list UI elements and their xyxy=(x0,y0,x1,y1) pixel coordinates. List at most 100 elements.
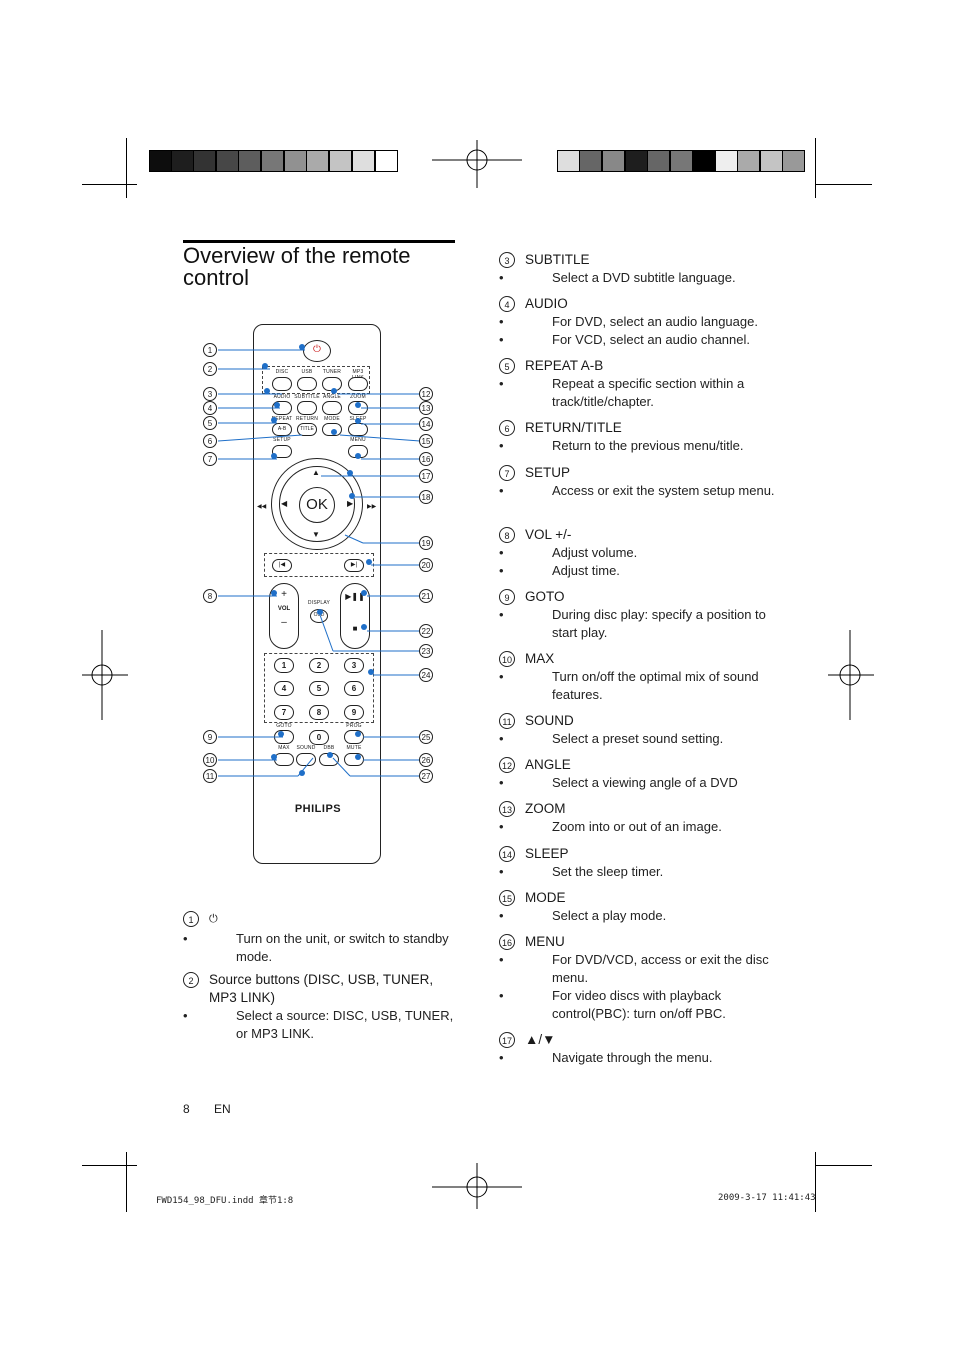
callout-dot xyxy=(278,731,284,737)
item-bullet: Select a preset sound setting. xyxy=(552,731,724,746)
item-bullet: Navigate through the menu. xyxy=(552,1050,713,1065)
item-source-buttons: 2 Source buttons (DISC, USB, TUNER, MP3 … xyxy=(183,971,463,1043)
item-number: 13 xyxy=(499,801,515,817)
bottom-button xyxy=(296,753,316,766)
key-7: 7 xyxy=(274,705,294,720)
row2-label: SUBTITLE xyxy=(294,394,320,400)
item-number: 10 xyxy=(499,651,515,667)
callout-dot xyxy=(264,388,270,394)
stop-icon: ■ xyxy=(352,624,358,633)
callout-number: 6 xyxy=(203,434,217,448)
key-8: 8 xyxy=(309,705,329,720)
slug-file: FWD154_98_DFU.indd 章节1:8 xyxy=(156,1196,294,1206)
item-label: ANGLE xyxy=(525,757,571,772)
item-label: Source buttons (DISC, USB, TUNER, MP3 LI… xyxy=(209,972,434,1005)
item-label: SLEEP xyxy=(525,846,569,861)
item-number: 1 xyxy=(183,911,199,927)
callout-number: 1 xyxy=(203,343,217,357)
play-pause-icon: ▶❚❚ xyxy=(345,592,365,601)
callout-number: 14 xyxy=(419,417,433,431)
nav-inner-ring xyxy=(279,466,355,542)
item-bullet: Select a play mode. xyxy=(552,908,667,923)
item-bullet: Select a DVD subtitle language. xyxy=(552,270,736,285)
callout-number: 26 xyxy=(419,753,433,767)
key-2: 2 xyxy=(309,658,329,673)
item-number: 5 xyxy=(499,358,515,374)
item-bullet: Adjust volume. xyxy=(552,545,638,560)
item-number: 9 xyxy=(499,589,515,605)
item-bullet: For DVD, select an audio language. xyxy=(552,314,758,329)
source-group xyxy=(262,366,370,394)
item-power: 1 ⏻ •Turn on the unit, or switch to stan… xyxy=(183,910,463,966)
callout-dot xyxy=(299,344,305,350)
bottom-label: MUTE xyxy=(346,745,362,751)
previous-icon: |◀ xyxy=(272,559,292,572)
item-label: VOL +/- xyxy=(525,527,572,542)
item-bullet: Set the sleep timer. xyxy=(552,864,664,879)
fast-forward-icon: ▶▶ xyxy=(367,504,377,510)
callout-number: 22 xyxy=(419,624,433,638)
callout-number: 17 xyxy=(419,469,433,483)
callout-number: 13 xyxy=(419,401,433,415)
item-number: 8 xyxy=(499,527,515,543)
callout-number: 5 xyxy=(203,416,217,430)
registration-mark-top xyxy=(432,140,522,188)
item-number: 16 xyxy=(499,934,515,950)
callout-dot xyxy=(366,559,372,565)
slug-date: 2009-3-17 11:41:43 xyxy=(718,1193,816,1203)
callout-number: 10 xyxy=(203,753,217,767)
callout-number: 24 xyxy=(419,668,433,682)
callout-dot xyxy=(262,363,268,369)
title-rule xyxy=(183,240,455,243)
callout-dot xyxy=(317,609,323,615)
key-1: 1 xyxy=(274,658,294,673)
ok-button: OK xyxy=(299,487,335,523)
item-number: 15 xyxy=(499,890,515,906)
source-button xyxy=(272,377,292,391)
prog-label: PROG xyxy=(346,723,362,729)
callout-dot xyxy=(361,624,367,630)
callout-number: 9 xyxy=(203,730,217,744)
rewind-icon: ◀◀ xyxy=(257,504,267,510)
callout-number: 25 xyxy=(419,730,433,744)
row3-label: REPEAT xyxy=(271,416,293,422)
row3-label: RETURN xyxy=(295,416,319,422)
item-bullet: Turn on/off the optimal mix of sound fea… xyxy=(552,669,759,702)
registration-mark-bottom xyxy=(432,1163,522,1209)
key-3: 3 xyxy=(344,658,364,673)
item-bullet: Repeat a specific section within a track… xyxy=(552,376,745,409)
setup-label: SETUP xyxy=(273,437,291,443)
key-4: 4 xyxy=(274,681,294,696)
callout-dot xyxy=(271,754,277,760)
item-bullet: For VCD, select an audio channel. xyxy=(552,332,750,347)
down-arrow-icon: ▼ xyxy=(312,530,320,539)
power-button-icon: ⏻ xyxy=(303,340,331,362)
item-bullet: Adjust time. xyxy=(552,563,620,578)
item-label: ▲/▼ xyxy=(525,1032,556,1047)
item-label: MENU xyxy=(525,934,565,949)
callout-dot xyxy=(274,402,280,408)
callout-dot xyxy=(271,417,277,423)
callout-number: 23 xyxy=(419,644,433,658)
page-number: 8 xyxy=(183,1102,190,1116)
left-arrow-icon: ◀ xyxy=(281,499,288,508)
item-14: 17▲/▼•Navigate through the menu. xyxy=(499,1031,779,1067)
callout-dot xyxy=(347,470,353,476)
callout-number: 21 xyxy=(419,589,433,603)
item-label: ZOOM xyxy=(525,801,566,816)
callout-dot xyxy=(361,590,367,596)
key-0: 0 xyxy=(309,730,329,745)
callout-dot xyxy=(299,770,305,776)
callout-number: 20 xyxy=(419,558,433,572)
callout-dot xyxy=(327,752,333,758)
item-label: RETURN/TITLE xyxy=(525,420,622,435)
item-bullet: Select a source: DISC, USB, TUNER, or MP… xyxy=(236,1008,454,1041)
callout-number: 12 xyxy=(419,387,433,401)
